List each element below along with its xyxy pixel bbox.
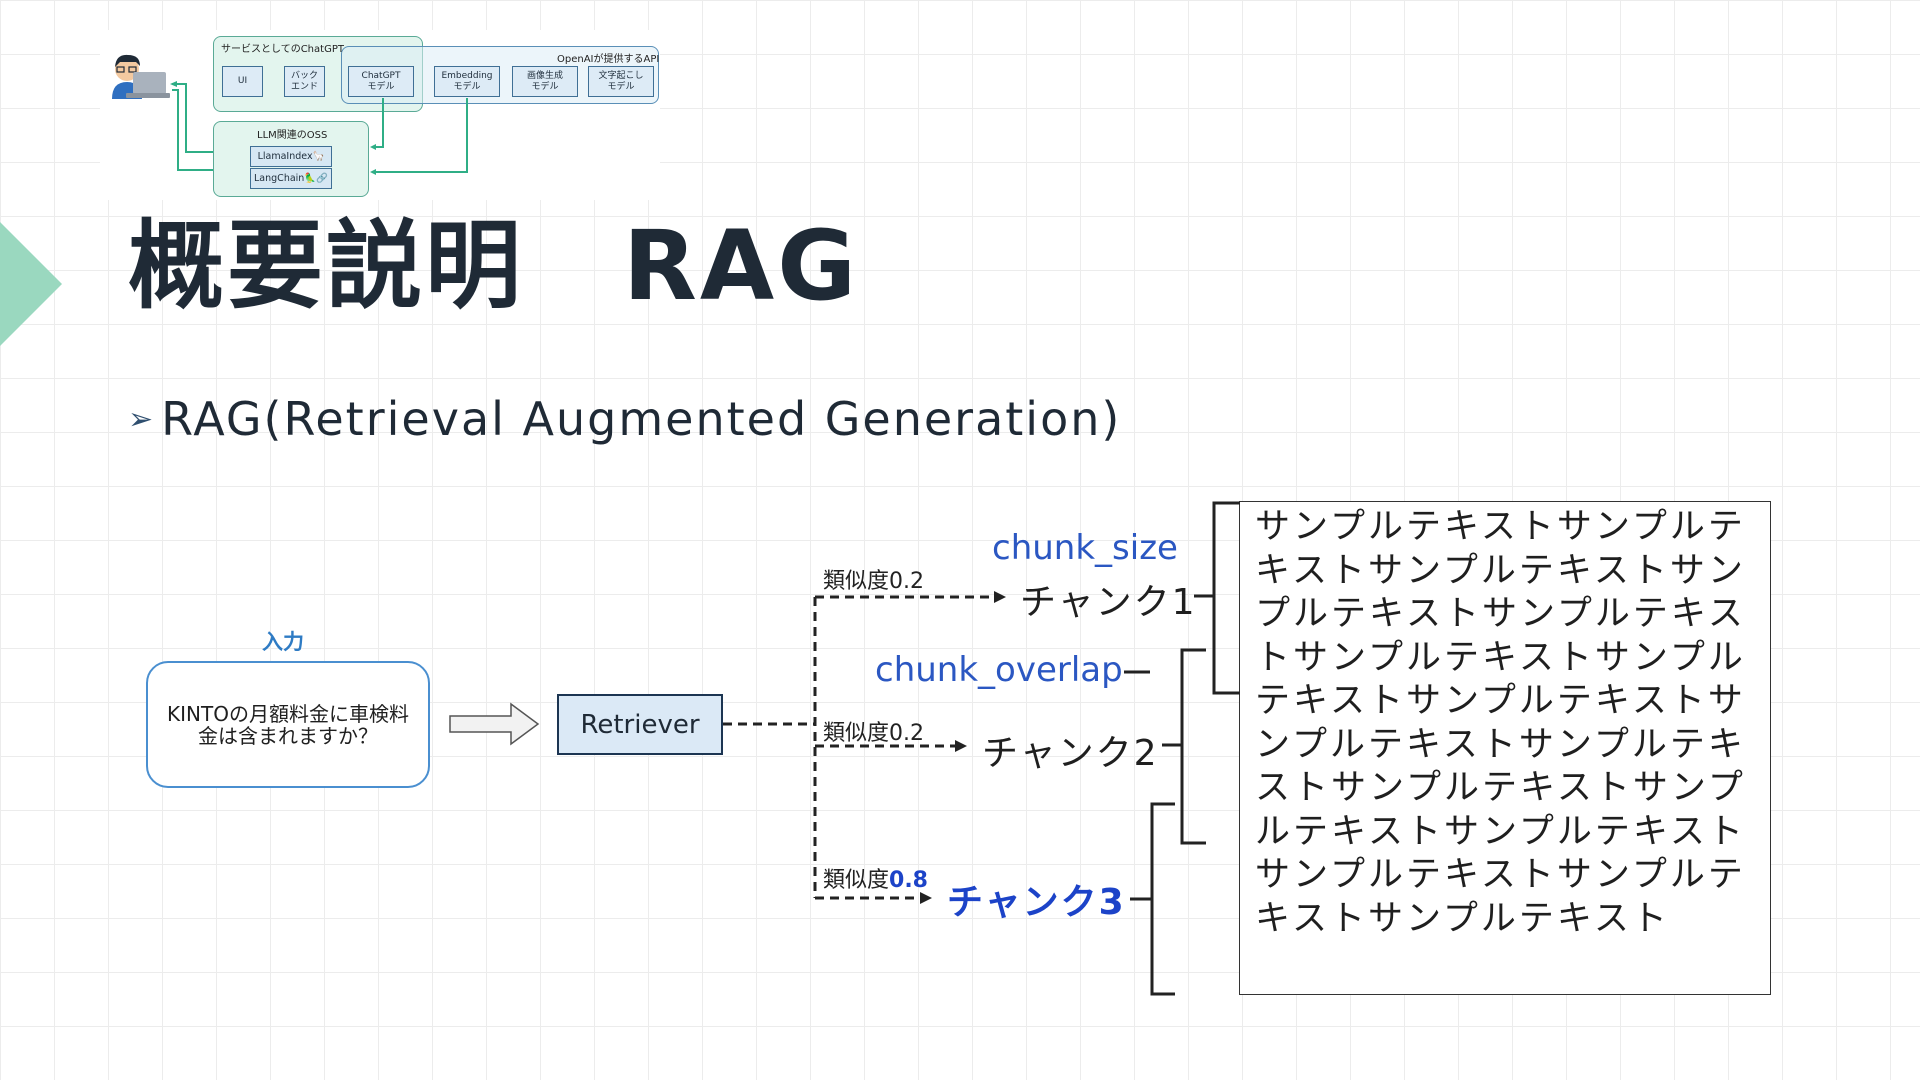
llamaindex-block: LlamaIndex🦙 bbox=[250, 146, 332, 167]
bullet-item: ➢ RAG(Retrieval Augmented Generation) bbox=[128, 392, 1121, 446]
source-document-box: サンプルテキストサンプルテキストサンプルテキストサンプルテキストサンプルテキスト… bbox=[1239, 501, 1771, 995]
similarity-label-1: 類似度0.2 bbox=[823, 569, 925, 594]
image-model-block: 画像生成モデル bbox=[512, 66, 578, 97]
chunk-1-label: チャンク1 bbox=[1020, 582, 1197, 623]
chunk-overlap-label: chunk_overlap bbox=[875, 650, 1123, 690]
api-group-label: OpenAIが提供するAPI bbox=[557, 54, 660, 65]
chunk-2-label: チャンク2 bbox=[982, 733, 1159, 774]
input-to-retriever-arrow bbox=[449, 702, 540, 746]
service-group-label: サービスとしてのChatGPT bbox=[221, 44, 344, 55]
similarity-label-3: 類似度0.8 bbox=[823, 868, 928, 893]
chunk-size-label: chunk_size bbox=[992, 528, 1178, 568]
chunk-3-label: チャンク3 bbox=[947, 882, 1126, 923]
similarity-label-2: 類似度0.2 bbox=[823, 721, 925, 746]
user-at-laptop-icon bbox=[112, 54, 170, 99]
input-label: 入力 bbox=[262, 630, 304, 654]
slide-title: 概要説明 RAG bbox=[128, 210, 860, 322]
ui-block: UI bbox=[222, 66, 263, 97]
title-accent-triangle bbox=[0, 222, 62, 346]
langchain-block: LangChain🦜🔗 bbox=[250, 168, 332, 189]
backend-block: バックエンド bbox=[284, 66, 325, 97]
retriever-box: Retriever bbox=[557, 694, 723, 755]
bullet-arrow-icon: ➢ bbox=[128, 401, 154, 437]
input-question-box: KINTOの月額料金に車検料金は含まれますか？ bbox=[146, 661, 430, 788]
source-document-text: サンプルテキストサンプルテキストサンプルテキストサンプルテキストサンプルテキスト… bbox=[1255, 507, 1746, 939]
bullet-text: RAG(Retrieval Augmented Generation) bbox=[161, 392, 1122, 446]
oss-group-label: LLM関連のOSS bbox=[257, 130, 328, 141]
whisper-model-block: 文字起こしモデル bbox=[588, 66, 654, 97]
